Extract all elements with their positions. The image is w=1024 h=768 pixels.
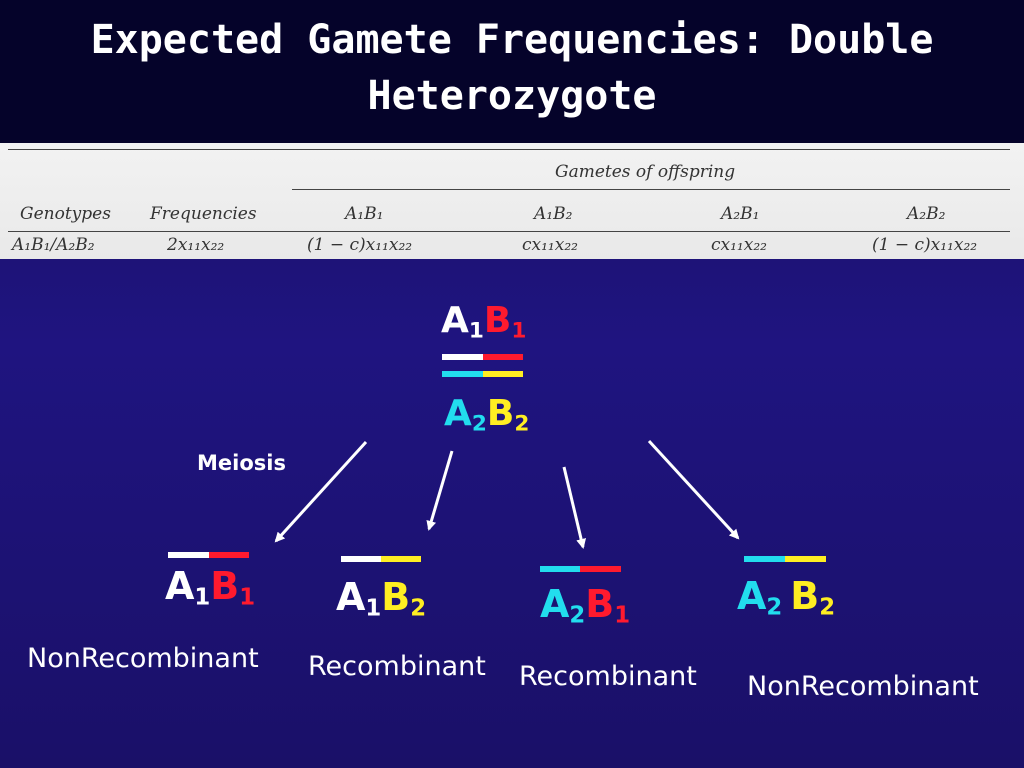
gamete-3-haplotype: A2B1: [540, 582, 630, 629]
parent-top-allele-a: A: [441, 300, 469, 341]
parent-bottom-chromosome-b: [483, 371, 523, 377]
parent-top-allele-b: B: [483, 300, 512, 341]
parent-bottom-allele-b: B: [486, 393, 515, 434]
parent-bottom-haplotype: A2B2: [444, 393, 529, 436]
table-header-a1b1: A₁B₁: [345, 204, 384, 224]
gamete-1-allele-a: A: [165, 564, 195, 608]
parent-bottom-allele-a-sub: 2: [471, 411, 487, 437]
gamete-2-allele-b: B: [381, 575, 411, 619]
gamete-3-type: Recombinant: [519, 661, 697, 692]
gamete-1-type: NonRecombinant: [27, 643, 259, 674]
gamete-4-type: NonRecombinant: [747, 671, 979, 702]
gamete-2-allele-b-sub: 2: [410, 595, 427, 622]
gamete-4-allele-b: B: [790, 574, 820, 618]
title-bar: [0, 0, 1024, 143]
table-cell-a1b1: (1 − c)x₁₁x₂₂: [307, 235, 413, 255]
table-group-rule: [292, 189, 1010, 190]
table-cell-genotype: A₁B₁/A₂B₂: [12, 235, 95, 255]
parent-top-chromosome-a: [442, 354, 483, 360]
table-group-header: Gametes of offspring: [555, 162, 736, 182]
gamete-2-allele-a: A: [336, 575, 366, 619]
gamete-1-haplotype: A1B1: [165, 564, 255, 611]
gamete-4-allele-a: A: [737, 574, 767, 618]
table-header-a1b2: A₁B₂: [534, 204, 573, 224]
parent-top-allele-b-sub: 1: [511, 318, 527, 344]
gamete-4-chromosome-b: [785, 556, 826, 562]
gamete-3-chromosome-a: [540, 566, 580, 572]
gamete-3-allele-a-sub: 2: [569, 602, 586, 629]
gamete-2-allele-a-sub: 1: [365, 595, 382, 622]
gamete-4-chromosome-a: [744, 556, 785, 562]
slide-title: Expected Gamete Frequencies: Double Hete…: [0, 12, 1024, 124]
gamete-3-allele-b: B: [585, 582, 615, 626]
gamete-1-allele-a-sub: 1: [194, 584, 211, 611]
parent-top-chromosome-b: [483, 354, 523, 360]
table-cell-frequency: 2x₁₁x₂₂: [167, 235, 225, 255]
arrow-to-gamete-4: [647, 439, 740, 540]
gamete-3-chromosome-b: [580, 566, 621, 572]
table-cell-a1b2: cx₁₁x₂₂: [522, 235, 578, 255]
table-cell-a2b1: cx₁₁x₂₂: [711, 235, 767, 255]
gamete-2-chromosome-b: [381, 556, 421, 562]
parent-bottom-allele-b-sub: 2: [514, 411, 530, 437]
table-cell-a2b2: (1 − c)x₁₁x₂₂: [872, 235, 978, 255]
table-header-a2b2: A₂B₂: [907, 204, 946, 224]
meiosis-label: Meiosis: [197, 451, 286, 475]
arrow-to-gamete-2: [426, 450, 454, 531]
parent-bottom-chromosome-a: [442, 371, 483, 377]
arrow-to-gamete-1: [274, 440, 368, 543]
gamete-1-allele-b: B: [210, 564, 240, 608]
gamete-4-allele-b-sub: 2: [819, 594, 836, 621]
gamete-1-allele-b-sub: 1: [239, 584, 256, 611]
parent-bottom-allele-a: A: [444, 393, 472, 434]
table-header-a2b1: A₂B₁: [721, 204, 760, 224]
gamete-2-haplotype: A1B2: [336, 575, 426, 622]
table-top-rule: [8, 149, 1010, 150]
gamete-2-chromosome-a: [341, 556, 381, 562]
parent-top-allele-a-sub: 1: [468, 318, 484, 344]
table-header-rule: [8, 231, 1010, 232]
table-header-frequencies: Frequencies: [150, 204, 257, 224]
parent-top-haplotype: A1B1: [441, 300, 526, 343]
table-header-genotypes: Genotypes: [20, 204, 111, 224]
gamete-3-allele-b-sub: 1: [614, 602, 631, 629]
gamete-frequency-table: Gametes of offspring Genotypes Frequenci…: [0, 143, 1024, 259]
title-line-1: Expected Gamete Frequencies: Double: [90, 17, 934, 63]
gamete-2-type: Recombinant: [308, 651, 486, 682]
gamete-1-chromosome-a: [168, 552, 209, 558]
arrow-to-gamete-3: [562, 466, 587, 549]
gamete-4-allele-a-sub: 2: [766, 594, 783, 621]
gamete-1-chromosome-b: [209, 552, 249, 558]
gamete-3-allele-a: A: [540, 582, 570, 626]
title-line-2: Heterozygote: [367, 73, 657, 119]
